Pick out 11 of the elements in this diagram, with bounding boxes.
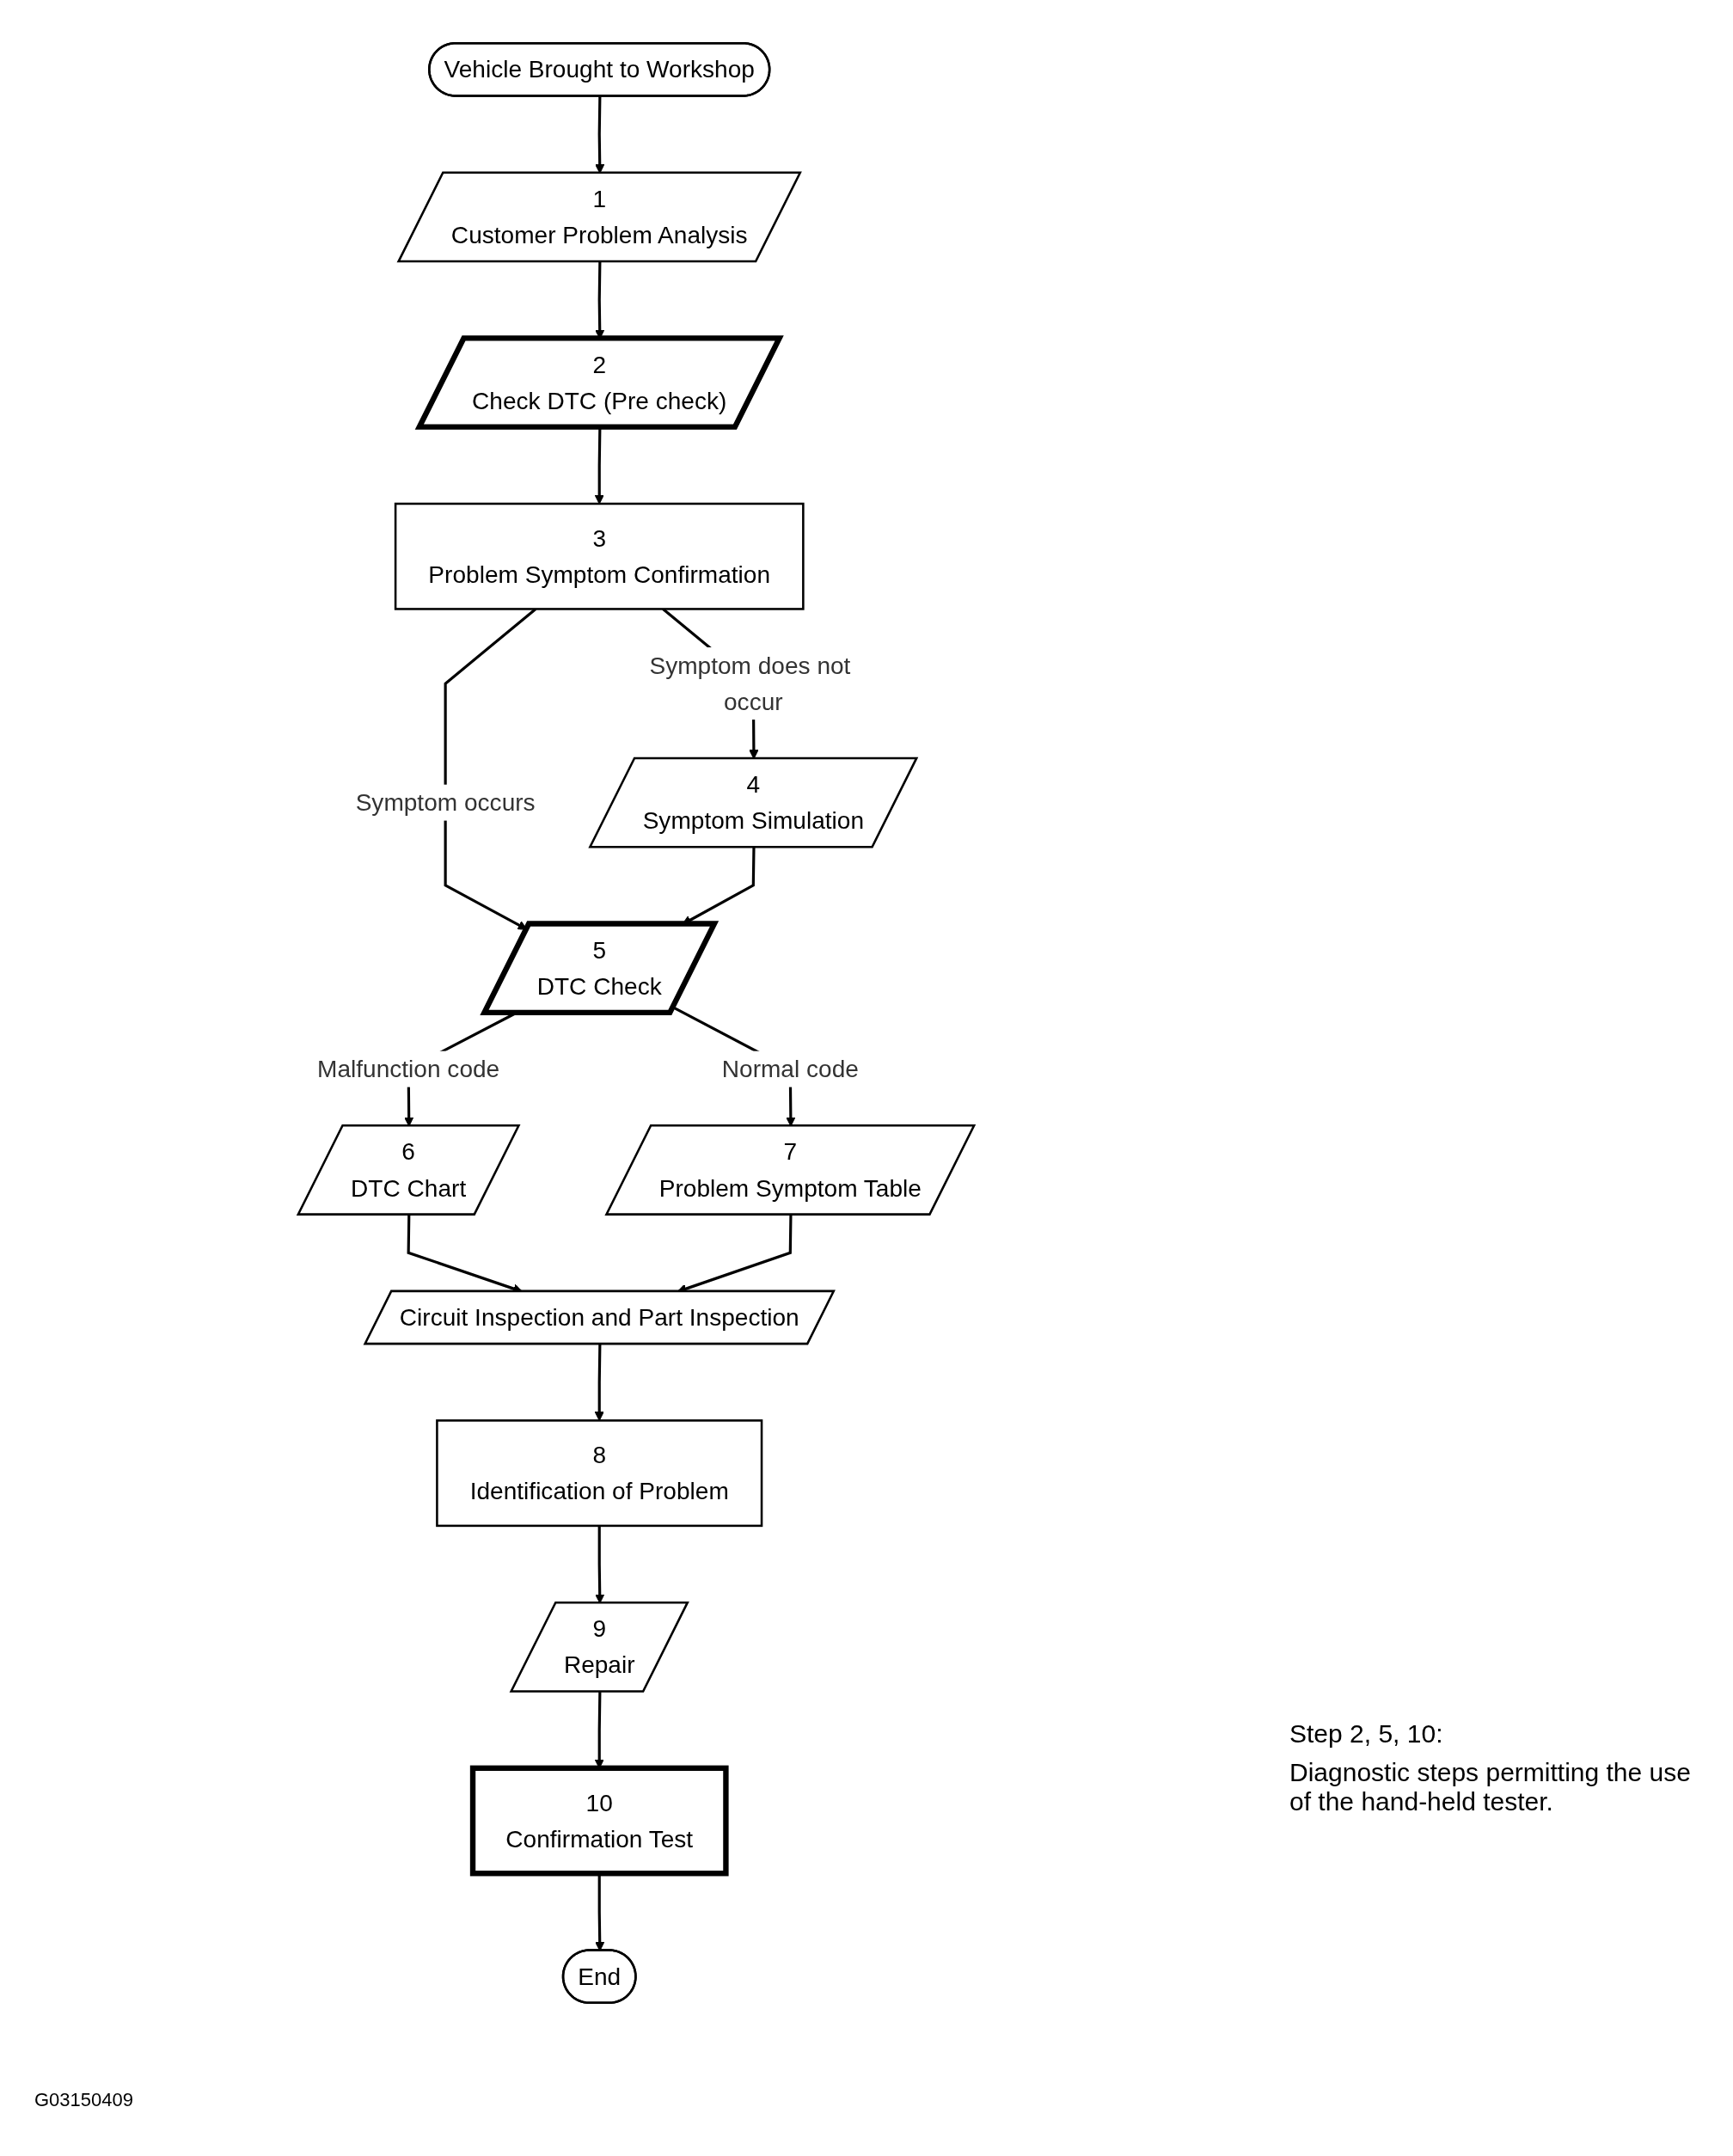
node-box: 3 Problem Symptom Confirmation (394, 502, 805, 610)
edge-label: Malfunction code (317, 1055, 500, 1083)
edge-label: Symptom occurs (355, 788, 536, 817)
step-note: Step 2, 5, 10: (1289, 1719, 1443, 1749)
note-text: Diagnostic steps permitting the use of the hand-held tester. (1289, 1758, 1692, 1816)
figure-code: G03150409 (34, 2089, 133, 2111)
arrow (594, 1344, 604, 1421)
edge-label: Symptom does not occur (649, 652, 851, 716)
edge-label: Normal code (721, 1055, 859, 1083)
node-box: 10 Confirmation Test (469, 1765, 729, 1877)
node-box: 8 Identification of Problem (436, 1419, 763, 1528)
